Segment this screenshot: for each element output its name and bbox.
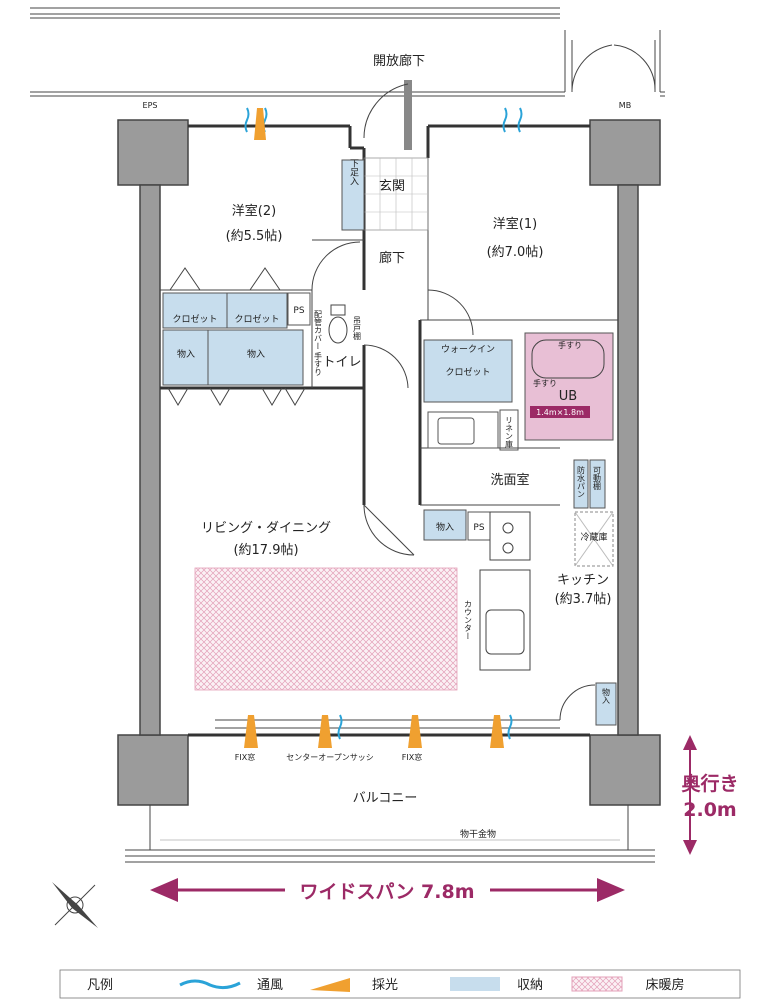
handrail-label-2: 手すり: [533, 378, 557, 388]
legend-label-daylight: 採光: [372, 978, 398, 993]
ub-size-label: 1.4m×1.8m: [536, 408, 584, 417]
legend-label-floor-heating: 床暖房: [645, 977, 684, 993]
depth-value: 2.0m: [683, 799, 736, 821]
toilet-note-cabinet: 吊戸棚: [353, 316, 362, 341]
legend-box: [59, 969, 741, 999]
living-name: リビング・ダイニング: [201, 521, 331, 536]
ventilation-wave-icon: [179, 979, 241, 990]
wide-span-label: ワイドスパン 7.8m: [299, 881, 474, 903]
eps-label: EPS: [143, 101, 158, 110]
kitchen-name: キッチン: [557, 573, 609, 588]
entry-door: [363, 80, 412, 150]
sash-label: センターオープンサッシ: [286, 753, 374, 762]
daylight-wedge-icon: [310, 978, 350, 992]
washbasin-counter: [427, 411, 499, 449]
gate-doors: [564, 30, 661, 92]
ub-label: UB: [559, 389, 577, 404]
floor-heating-area: [194, 567, 458, 691]
mb-label: MB: [619, 101, 631, 110]
compass-north-icon: [52, 882, 98, 928]
unit-bath: [524, 332, 614, 441]
storage-a-label: 物入: [177, 348, 195, 360]
closet-door-marks: [167, 267, 306, 406]
room2-size: (約5.5帖): [226, 229, 283, 244]
storage-boxes: [162, 159, 617, 726]
room2-name: 洋室(2): [232, 203, 276, 219]
shoe-box-label: 下足入: [348, 159, 359, 186]
storage-c-label: 物入: [436, 521, 454, 533]
wide-span-label-bg: [285, 878, 490, 904]
closet-b-label: クロゼット: [234, 313, 279, 325]
handrail-label-1: 手すり: [558, 340, 582, 350]
closet-a-label: クロゼット: [172, 313, 217, 325]
drying-rack-label: 物干金物: [460, 828, 496, 840]
storage-d-label: 物入: [602, 687, 611, 704]
depth-label: 奥行き: [681, 772, 738, 795]
room1-size: (約7.0帖): [487, 245, 544, 260]
walkin-label-2: クロゼット: [445, 366, 490, 378]
living-windows: [215, 684, 596, 729]
movable-shelf-label: 可動棚: [593, 466, 602, 491]
living-size: (約17.9帖): [233, 543, 298, 558]
counter-label: カウンター: [464, 600, 473, 640]
hallway-doors: [311, 241, 474, 556]
daylight-wedge-icon: [244, 108, 504, 748]
toilet-note-handrail: 手すり: [314, 351, 323, 376]
structural-columns: [117, 119, 661, 806]
walkin-label-1: ウォークイン: [441, 344, 495, 355]
washroom-label: 洗面室: [490, 472, 529, 488]
toilet-fixture: [328, 304, 348, 344]
fridge-label: 冷蔵庫: [580, 531, 607, 543]
waterpan-label: 防水パン: [577, 465, 586, 498]
ub-size-badge: [530, 406, 590, 418]
storage-swatch: [450, 977, 500, 991]
legend-label-storage: 収納: [517, 978, 543, 993]
hallway-label: 廊下: [379, 250, 405, 266]
kitchen-size: (約3.7帖): [555, 592, 612, 607]
toilet-label: トイレ: [322, 355, 361, 370]
linen-label: リネン庫: [505, 416, 514, 449]
ps-lower-label: PS: [473, 523, 484, 533]
floor-heating-swatch: [571, 976, 623, 992]
bathtub: [531, 339, 605, 379]
fix-window-left: FIX窓: [235, 752, 255, 762]
legend-title: 凡例: [87, 978, 113, 993]
washbasin-bowl: [437, 417, 475, 445]
kitchen-fixtures: [479, 511, 614, 671]
storage-b-label: 物入: [247, 348, 265, 360]
legend-label-ventilation: 通風: [257, 978, 283, 993]
corridor-label: 開放廊下: [373, 53, 425, 69]
toilet-note-pipe: 配管カバー: [314, 310, 323, 350]
fix-window-right: FIX窓: [402, 752, 422, 762]
entrance-label: 玄関: [379, 179, 405, 194]
corridor-railing: [30, 7, 665, 97]
depth-arrow-icon: [683, 735, 697, 855]
room1-name: 洋室(1): [493, 216, 537, 232]
ps-upper-label: PS: [293, 306, 304, 316]
entrance-tiles: [363, 157, 429, 231]
balcony-railing: [125, 805, 655, 863]
balcony-label: バルコニー: [353, 791, 418, 806]
